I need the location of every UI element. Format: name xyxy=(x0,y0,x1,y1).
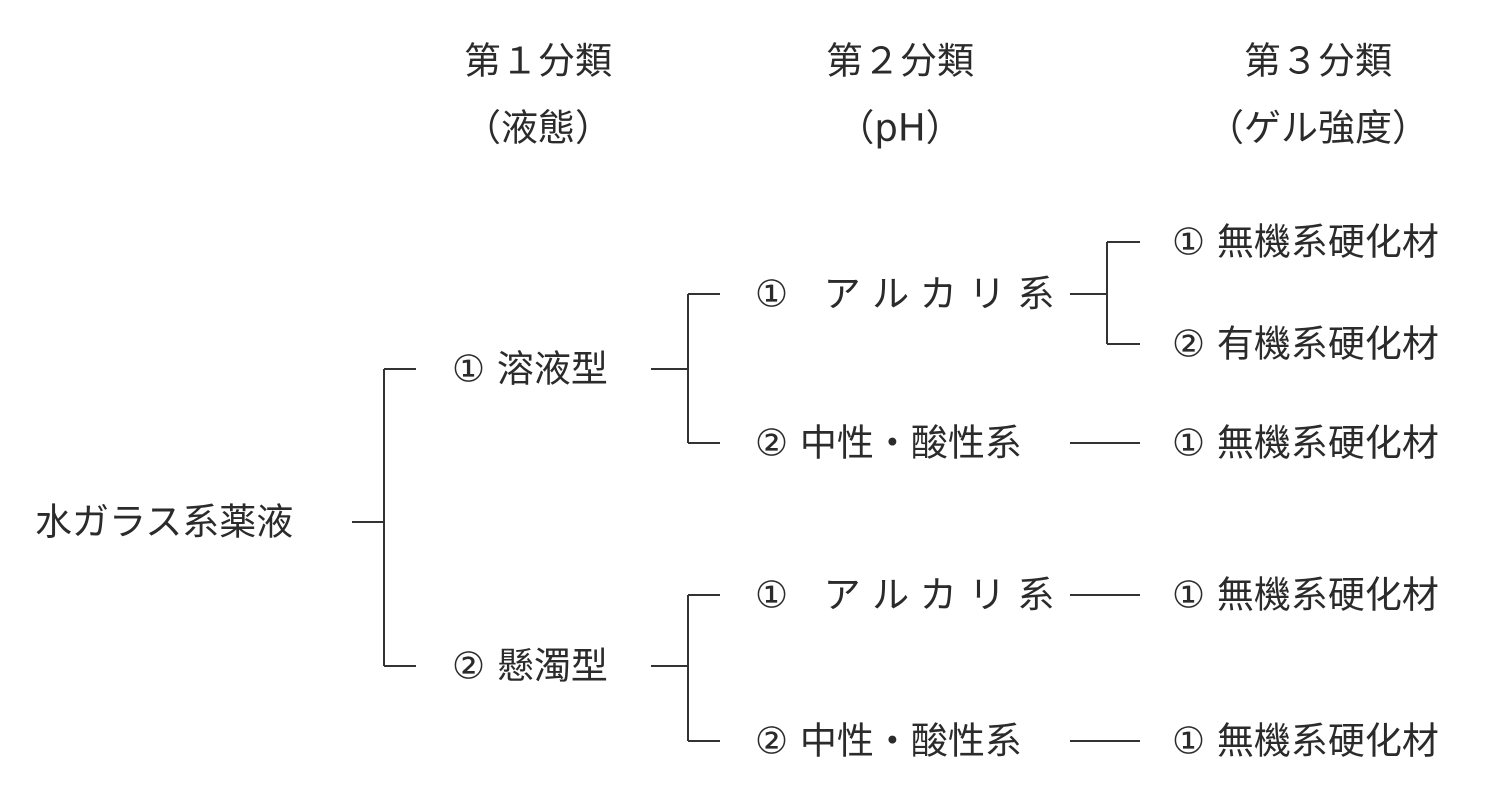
level3-node-organic-1: ② 有機系硬化材 xyxy=(1172,322,1439,366)
level2-node-neutral-acid-2: ② 中性・酸性系 xyxy=(755,719,1022,763)
header-2-title: 第２分類 xyxy=(826,39,974,83)
header-3-subtitle: （ゲル強度） xyxy=(1207,106,1429,150)
header-1-subtitle: （液態） xyxy=(464,106,612,150)
header-2-subtitle: （pH） xyxy=(837,106,963,150)
level2-node-alkali-2: ① アルカリ系 xyxy=(755,573,1067,617)
header-1-title: 第１分類 xyxy=(464,39,612,83)
level3-node-inorganic-3: ① 無機系硬化材 xyxy=(1172,573,1439,617)
level1-node-suspension: ② 懸濁型 xyxy=(452,644,608,688)
level3-node-inorganic-4: ① 無機系硬化材 xyxy=(1172,719,1439,763)
level3-node-inorganic-1: ① 無機系硬化材 xyxy=(1172,220,1439,264)
level3-node-inorganic-2: ① 無機系硬化材 xyxy=(1172,421,1439,465)
level1-node-solution: ① 溶液型 xyxy=(452,347,608,391)
level2-node-neutral-acid-1: ② 中性・酸性系 xyxy=(755,421,1022,465)
header-3-title: 第３分類 xyxy=(1244,39,1392,83)
root-node-label: 水ガラス系薬液 xyxy=(35,500,294,544)
level2-node-alkali-1: ① アルカリ系 xyxy=(755,272,1067,316)
